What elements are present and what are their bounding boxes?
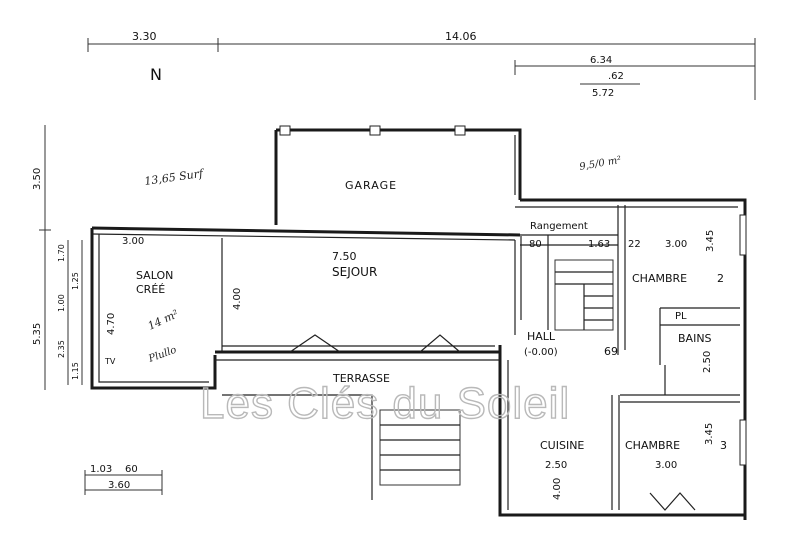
room-chambre-2: CHAMBRE xyxy=(632,272,687,285)
room-hall: HALL xyxy=(527,330,556,343)
dim-sejour-width: 7.50 xyxy=(332,250,357,263)
room-pl: PL xyxy=(675,311,687,322)
hall-mark: 69 xyxy=(604,345,618,358)
room-terrasse: TERRASSE xyxy=(332,372,390,385)
north-marker: N xyxy=(150,65,162,84)
bottom-dimensions: 1.03 60 3.60 xyxy=(84,464,163,495)
note-tv: TV xyxy=(104,357,116,366)
dim-top-total: 14.06 xyxy=(445,30,477,43)
dim-bains-depth: 2.50 xyxy=(702,351,713,373)
left-stack-c: 1.00 xyxy=(57,294,66,312)
dim-chambre-3-width: 3.00 xyxy=(655,460,677,471)
room-cuisine: CUISINE xyxy=(540,439,584,452)
dim-rangement-a: 80 xyxy=(529,239,542,250)
left-stack-e: 1.15 xyxy=(71,362,80,380)
left-stack-a: 1.70 xyxy=(57,244,66,262)
left-stack-d: 2.35 xyxy=(57,340,66,358)
dim-sejour-depth: 4.00 xyxy=(232,288,243,310)
dim-top-right: 6.34 xyxy=(590,55,612,66)
dim-bottom-b: 60 xyxy=(125,464,138,475)
left-stack-b: 1.25 xyxy=(71,272,80,290)
room-chambre-3-num: 3 xyxy=(720,439,727,452)
room-sejour: SEJOUR xyxy=(332,265,377,279)
top-dimensions: 3.30 14.06 6.34 .62 5.72 N xyxy=(87,30,756,100)
dim-salon-depth: 4.70 xyxy=(106,313,117,335)
dim-cuisine-width: 2.50 xyxy=(545,460,567,471)
dim-rangement-c: 22 xyxy=(628,239,641,250)
walls xyxy=(90,125,747,520)
dim-bottom-total: 3.60 xyxy=(108,480,130,491)
dim-cuisine-depth: 4.00 xyxy=(552,478,563,500)
room-garage: GARAGE xyxy=(345,179,397,192)
dim-chambre-2-depth: 3.45 xyxy=(705,230,716,252)
dim-rangement-b: 1.63 xyxy=(588,239,610,250)
room-salon-line2: CRÉÉ xyxy=(136,283,165,296)
room-labels: GARAGE SALON CRÉÉ SEJOUR Rangement HALL … xyxy=(136,179,727,452)
room-bains: BAINS xyxy=(678,332,712,345)
note-garage: 13,65 Surf xyxy=(144,167,206,188)
watermark: Les Clés du Soleil xyxy=(200,379,570,428)
dim-chambre-2-width: 3.00 xyxy=(665,239,687,250)
left-dimensions: 3.50 5.35 1.70 1.25 1.00 2.35 1.15 xyxy=(32,125,83,390)
note-salon-2: Plullo xyxy=(146,345,178,366)
dim-top-right-a: .62 xyxy=(608,71,624,82)
room-dimensions: 3.00 7.50 4.00 4.70 80 1.63 22 3.00 3.45… xyxy=(106,230,716,500)
dim-chambre-3-depth: 3.45 xyxy=(704,423,715,445)
dim-left-upper: 3.50 xyxy=(32,168,43,190)
room-chambre-2-num: 2 xyxy=(717,272,724,285)
room-chambre-3: CHAMBRE xyxy=(625,439,680,452)
note-salon-area: 14 m² xyxy=(146,307,181,332)
dim-top-right-b: 5.72 xyxy=(592,88,614,99)
dim-bottom-a: 1.03 xyxy=(90,464,112,475)
dim-top-left: 3.30 xyxy=(132,30,157,43)
note-rangement: 9,5/0 m² xyxy=(579,155,623,173)
room-rangement: Rangement xyxy=(530,221,588,232)
room-salon-line1: SALON xyxy=(136,269,173,282)
room-hall-level: (-0.00) xyxy=(524,347,558,358)
dim-salon-width: 3.00 xyxy=(122,236,144,247)
dim-left-lower: 5.35 xyxy=(32,323,43,345)
